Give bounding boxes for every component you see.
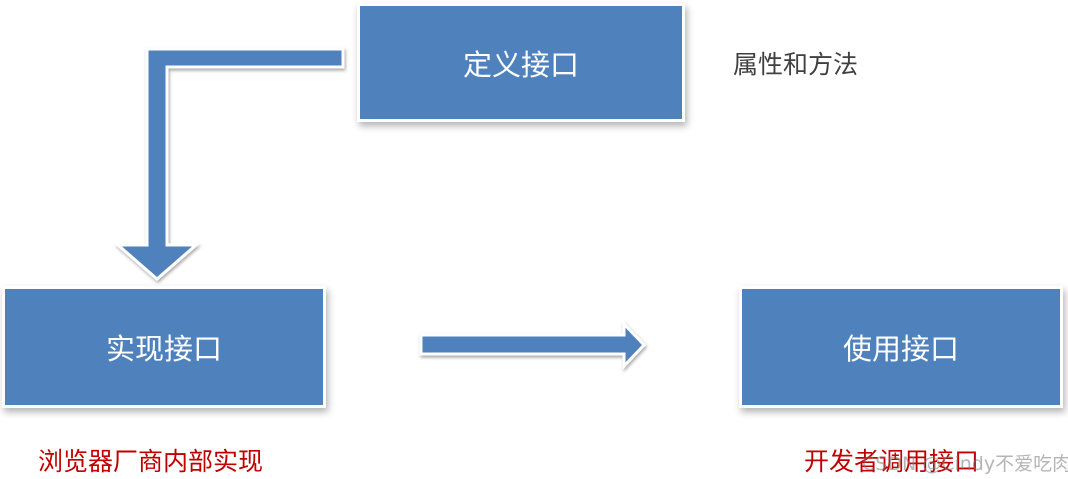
right-arrow-impl-to-use bbox=[419, 320, 647, 370]
define-interface-label: 定义接口 bbox=[462, 47, 579, 82]
implement-interface-box: 实现接口 bbox=[5, 289, 323, 405]
elbow-arrow-define-to-impl bbox=[113, 47, 345, 281]
attributes-and-methods-note: 属性和方法 bbox=[733, 50, 859, 79]
developer-call-note: 开发者调用接口 bbox=[804, 447, 980, 476]
watermark: CSDN @Cindy不爱吃肉 bbox=[862, 453, 1068, 475]
use-interface-box: 使用接口 bbox=[742, 289, 1060, 405]
use-interface-label: 使用接口 bbox=[842, 332, 959, 366]
define-interface-box: 定义接口 bbox=[360, 6, 682, 119]
implement-interface-label: 实现接口 bbox=[105, 332, 222, 366]
browser-implementation-note: 浏览器厂商内部实现 bbox=[38, 447, 264, 476]
